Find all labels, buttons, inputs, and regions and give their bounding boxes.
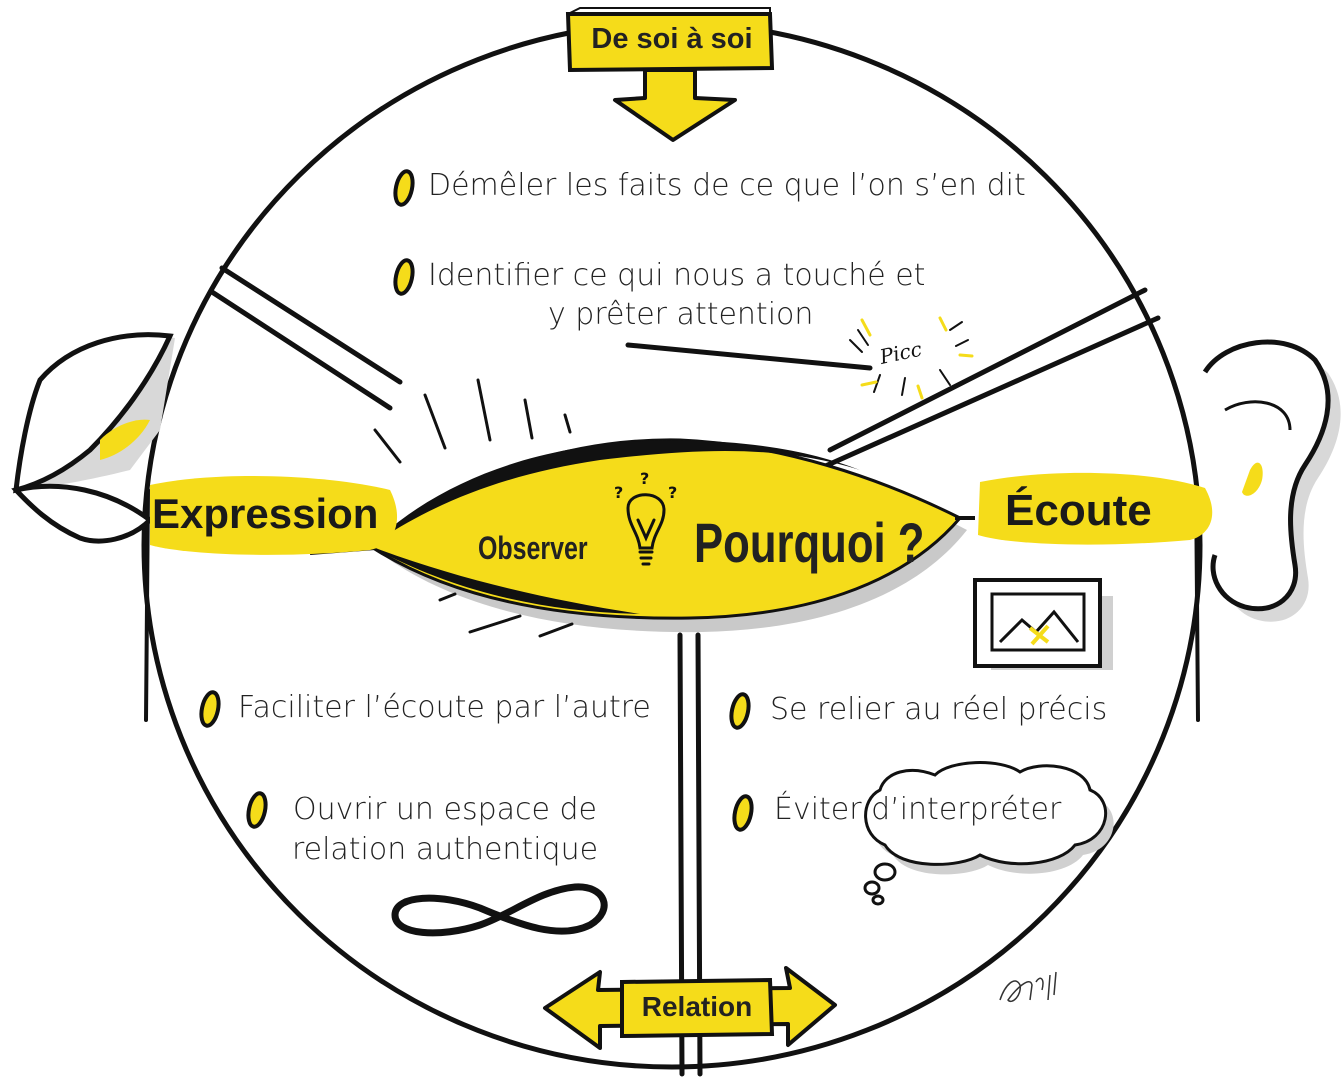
bullet-icon (729, 692, 751, 730)
top-banner-label: De soi à soi (591, 23, 753, 55)
bullet-icon (393, 169, 415, 207)
bullet-icons (199, 169, 754, 832)
eyelashes (373, 378, 574, 638)
observer-label: Observer (478, 530, 588, 566)
ear-icon (1202, 339, 1341, 622)
divider-lines (144, 265, 1200, 1077)
ecoute-label: Écoute (1005, 486, 1152, 535)
bottom-banner-label: Relation (641, 991, 753, 1022)
expression-highlight (150, 475, 398, 555)
expression-label: Expression (152, 490, 379, 537)
top-item-1: Démêler les faits de ce que l’on s’en di… (428, 168, 1026, 203)
bullet-icon (732, 794, 754, 832)
double-arrow-icon (543, 966, 837, 1050)
top-item-2-line2: y prêter attention (548, 297, 814, 332)
bullet-icon (393, 258, 415, 296)
left-item-2-line1: Ouvrir un espace de (293, 792, 597, 827)
pin-sketch: Picc (625, 316, 974, 400)
bullet-icon (199, 690, 221, 728)
left-item-1: Faciliter l’écoute par l’autre (238, 690, 651, 725)
picture-frame-icon (973, 578, 1113, 670)
signature-icon (999, 971, 1057, 1002)
mouth-icon (11, 332, 175, 544)
bullet-icon (246, 791, 268, 829)
arrow-down-icon (613, 68, 737, 142)
pourquoi-label: Pourquoi ? (694, 511, 925, 574)
top-item-2-line1: Identifier ce qui nous a touché et (428, 258, 926, 293)
infinity-icon (391, 883, 608, 937)
svg-text:?: ? (640, 469, 649, 488)
right-item-2: Éviter d’interpréter (774, 792, 1062, 827)
svg-text:?: ? (614, 483, 623, 502)
top-banner (565, 7, 775, 73)
eye-shape (309, 438, 975, 633)
thought-cloud-icon (863, 761, 1114, 906)
right-item-1: Se relier au réel précis (770, 692, 1108, 727)
ecoute-highlight (978, 472, 1213, 545)
bulb-icon: ? ? ? (614, 469, 677, 566)
pin-word: Picc (877, 337, 924, 369)
left-item-2-line2: relation authentique (291, 832, 599, 867)
svg-text:?: ? (668, 483, 677, 502)
